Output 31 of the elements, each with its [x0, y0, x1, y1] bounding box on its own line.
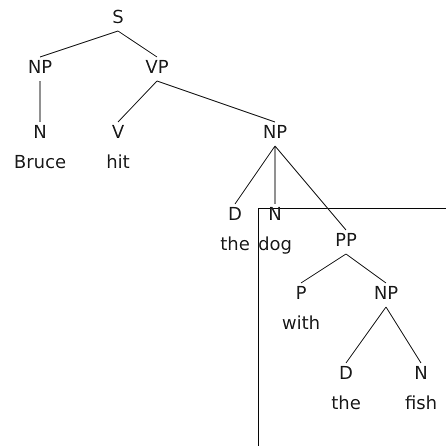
- tree-branch: [346, 254, 386, 284]
- tree-branch: [274, 146, 276, 204]
- category-label: NP: [28, 56, 52, 80]
- category-label: NP: [262, 121, 288, 145]
- tree-branch: [386, 306, 422, 364]
- tree-branch: [118, 30, 158, 58]
- word-label: the: [331, 392, 361, 416]
- tree-branch: [156, 80, 276, 122]
- tree-branch: [234, 146, 276, 204]
- category-label: PP: [335, 229, 357, 253]
- category-label: NP: [374, 282, 398, 306]
- tree-branch: [300, 254, 346, 284]
- word-label: Bruce: [14, 151, 66, 175]
- word-label: the: [220, 233, 250, 257]
- word-label: hit: [106, 151, 130, 175]
- frame-box: [258, 208, 446, 446]
- category-label: VP: [145, 56, 169, 80]
- tree-branch: [274, 146, 346, 230]
- category-label: D: [338, 362, 354, 386]
- category-label: P: [294, 282, 308, 306]
- word-label: dog: [258, 233, 292, 257]
- category-label: N: [32, 121, 48, 145]
- tree-branch: [40, 30, 118, 58]
- category-label: D: [227, 203, 243, 227]
- word-label: fish: [404, 392, 438, 416]
- category-label: S: [112, 6, 124, 30]
- word-label: with: [282, 312, 320, 336]
- tree-branch: [346, 306, 386, 364]
- category-label: V: [110, 121, 126, 145]
- tree-branch: [118, 80, 158, 122]
- category-label: N: [413, 362, 429, 386]
